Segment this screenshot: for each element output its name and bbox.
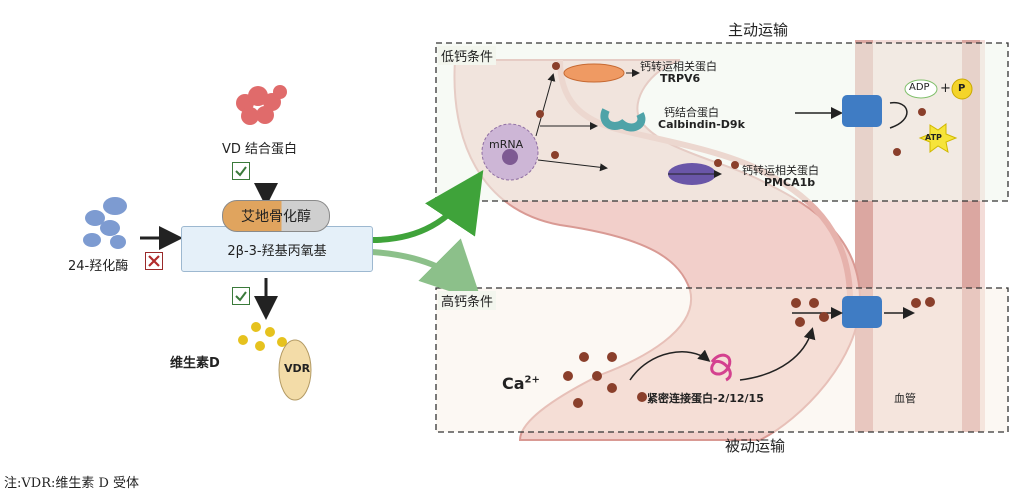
plus-label: + [940,81,951,96]
trpv6-cn-label: 钙转运相关蛋白 [640,60,717,73]
p-label: P [958,83,966,94]
arrow-mrna-trpv6 [535,73,556,137]
vd-binding-protein-label: VD 结合蛋白 [222,142,298,157]
adp-bubble [904,79,938,99]
eldecalcitol-pill: 艾地骨化醇 [222,200,330,232]
low-calcium-box [435,42,1009,202]
calbindin-cn-label: 钙结合蛋白 [664,106,719,119]
x-icon [145,252,163,270]
check-icon-top-svg [235,166,247,177]
low-calcium-label: 低钙条件 [438,46,497,65]
vd-binding-protein-icon [236,85,287,125]
claudin-protein [710,353,732,382]
arrow-out-claudin [739,327,816,381]
calcium-ions [536,62,935,408]
vdr-receptor [278,339,312,401]
vitamin-d-icon [238,322,287,351]
vessel-label: 血管 [894,392,916,405]
substituent-label: 2β-3-羟基丙氧基 [227,243,327,259]
high-calcium-label: 高钙条件 [438,291,497,310]
eldecalcitol-label: 艾地骨化醇 [241,209,311,225]
atp-burst [918,123,958,154]
green-arrow-passive [371,238,482,302]
calcium-label: Ca2+ [502,374,540,393]
check-icon-top [232,162,250,180]
calcium-symbol: Ca [502,374,525,393]
hydroxylase-label: 24-羟化酶 [68,259,129,274]
high-calcium-box [435,287,1009,433]
adp-label: ADP [909,82,930,93]
channel-top [842,95,882,127]
calcium-charge: 2+ [524,374,540,386]
mrna-core [502,149,518,165]
channel-bottom [842,296,882,328]
p-bubble [951,78,973,100]
atp-arc [889,102,908,129]
substituent-panel: 2β-3-羟基丙氧基 [181,226,373,272]
pmca1b-en-label: PMCA1b [764,176,816,189]
green-arrow-active [371,170,484,243]
hydroxylase-icon [83,197,127,249]
passive-transport-title: 被动运输 [725,437,786,455]
x-icon-svg [148,255,160,267]
active-transport-title: 主动运输 [728,21,789,39]
mrna-label: mRNA [489,138,524,151]
check-icon-bottom [232,287,250,305]
atp-label: ATP [925,133,942,142]
trpv6-en-label: TRPV6 [660,72,701,85]
claudin-label: 紧密连接蛋白-2/12/15 [647,392,764,405]
vitamin-d-label: 维生素D [170,356,220,371]
check-icon-bottom-svg [235,291,247,302]
arrow-into-claudin [629,349,711,381]
footnote: 注:VDR:维生素 D 受体 [4,476,140,491]
pmca1b-cn-label: 钙转运相关蛋白 [742,164,819,177]
trpv6-protein [563,63,625,83]
calbindin-protein [600,108,646,132]
arrow-mrna-pmca [537,159,608,172]
vdr-label: VDR [284,362,311,375]
calbindin-en-label: Calbindin-D9k [658,118,745,131]
